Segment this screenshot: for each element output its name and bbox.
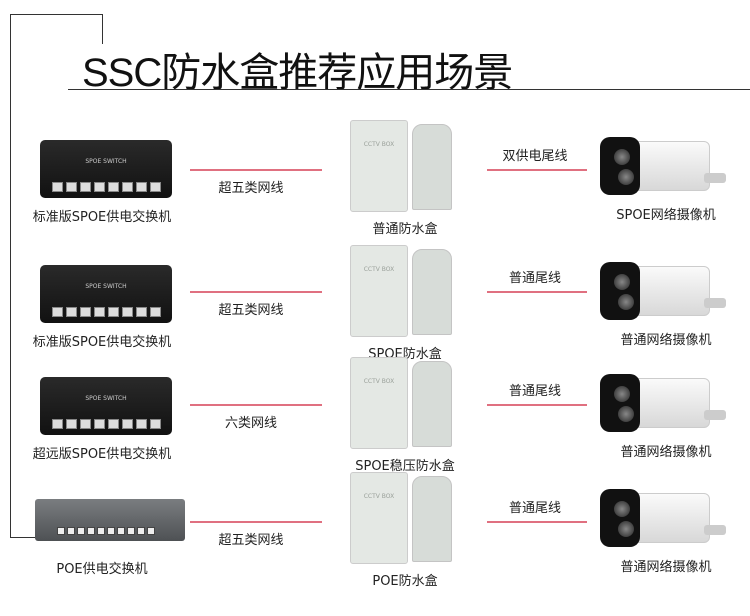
tail-line (487, 521, 587, 523)
tail-line (487, 291, 587, 293)
camera-label: 普通网络摄像机 (620, 333, 712, 348)
cable-line (190, 404, 322, 406)
cable-label: 超五类网线 (218, 303, 284, 318)
switch-brand: SPOE SWITCH (85, 395, 127, 402)
camera-image (600, 487, 728, 549)
switch-label: 标准版SPOE供电交换机 (32, 210, 172, 225)
cable-line (190, 291, 322, 293)
frame-top (10, 14, 103, 15)
frame-left (10, 14, 11, 538)
camera-image (600, 260, 728, 322)
frame-bottom (10, 537, 36, 538)
camera-label: SPOE网络摄像机 (616, 208, 716, 223)
cable-label: 超五类网线 (218, 533, 284, 548)
switch-brand: SPOE SWITCH (85, 283, 127, 290)
box-brand: CCTV BOX (363, 141, 395, 148)
box-label: SPOE稳压防水盒 (355, 459, 455, 474)
spoe-switch-image: SPOE SWITCH (40, 265, 172, 323)
tail-label: 普通尾线 (508, 271, 562, 286)
poe-switch-image (35, 499, 185, 541)
cable-line (190, 169, 322, 171)
cable-label: 超五类网线 (218, 181, 284, 196)
tail-line (487, 404, 587, 406)
camera-image (600, 135, 728, 197)
waterproof-box-image: CCTV BOX (350, 357, 452, 449)
tail-label: 普通尾线 (508, 384, 562, 399)
frame-tick (102, 14, 103, 44)
switch-brand: SPOE SWITCH (85, 158, 127, 165)
spoe-switch-image: SPOE SWITCH (40, 140, 172, 198)
cable-line (190, 521, 322, 523)
camera-label: 普通网络摄像机 (620, 560, 712, 575)
spoe-switch-image: SPOE SWITCH (40, 377, 172, 435)
camera-label: 普通网络摄像机 (620, 445, 712, 460)
box-brand: CCTV BOX (363, 493, 395, 500)
box-brand: CCTV BOX (363, 266, 395, 273)
waterproof-box-image: CCTV BOX (350, 245, 452, 337)
switch-label: 超远版SPOE供电交换机 (32, 447, 172, 462)
box-brand: CCTV BOX (363, 378, 395, 385)
tail-label: 双供电尾线 (502, 149, 568, 164)
box-label: POE防水盒 (372, 574, 438, 589)
title-underline (68, 89, 750, 90)
camera-image (600, 372, 728, 434)
tail-line (487, 169, 587, 171)
page-title: SSC防水盒推荐应用场景 (82, 51, 513, 95)
box-label: 普通防水盒 (372, 222, 438, 237)
waterproof-box-image: CCTV BOX (350, 120, 452, 212)
switch-label: 标准版SPOE供电交换机 (32, 335, 172, 350)
waterproof-box-image: CCTV BOX (350, 472, 452, 564)
tail-label: 普通尾线 (508, 501, 562, 516)
switch-label: POE供电交换机 (56, 562, 148, 577)
cable-label: 六类网线 (224, 416, 278, 431)
